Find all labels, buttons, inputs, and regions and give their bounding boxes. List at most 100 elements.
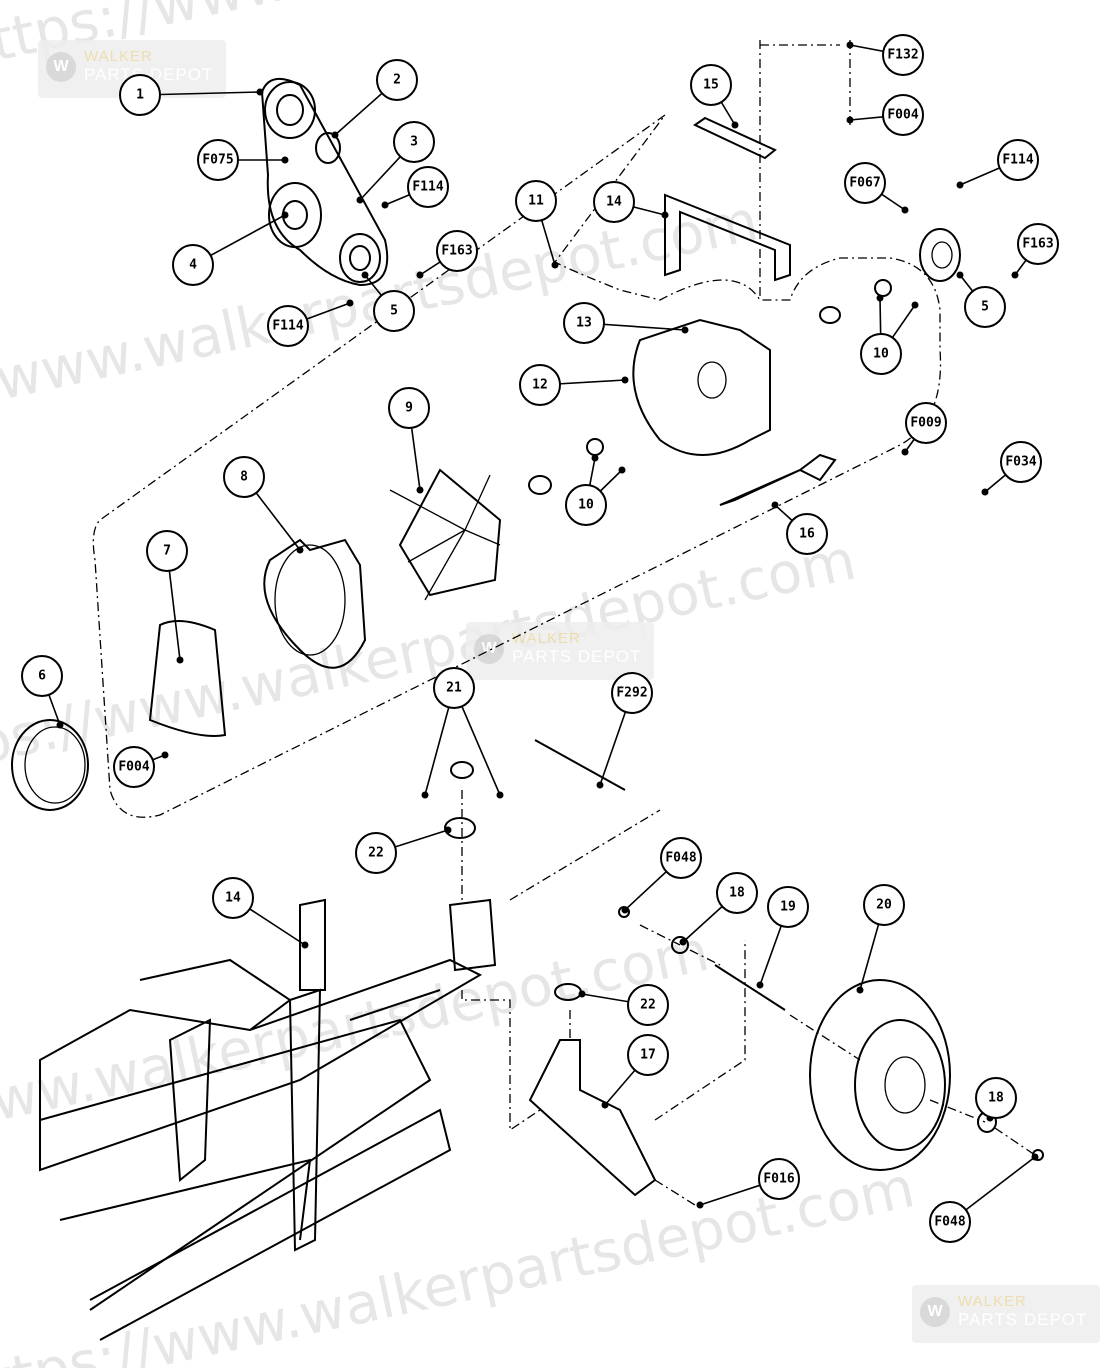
leader-dot bbox=[281, 156, 289, 164]
leader-dot bbox=[756, 981, 764, 989]
callout-circle bbox=[975, 1077, 1017, 1119]
callout-label: 16 bbox=[799, 527, 815, 542]
callout-label: F114 bbox=[412, 180, 443, 195]
walker-logo-badge: W WALKER PARTS DEPOT bbox=[466, 622, 654, 680]
callout-label: 5 bbox=[981, 300, 989, 315]
callout-11: 11 bbox=[515, 180, 559, 269]
callout-circle bbox=[627, 984, 669, 1026]
callout-circle bbox=[929, 1201, 971, 1243]
callout-f034: F034 bbox=[981, 441, 1042, 496]
callout-20: 20 bbox=[856, 884, 905, 994]
callout-circle bbox=[563, 302, 605, 344]
callout-f067: F067 bbox=[844, 162, 909, 214]
callout-label: 11 bbox=[528, 194, 544, 209]
callout-label: 1 bbox=[136, 88, 144, 103]
callout-f114: F114 bbox=[381, 166, 449, 209]
callout-16: 16 bbox=[771, 501, 828, 555]
leader-dot bbox=[296, 546, 304, 554]
callout-label: F048 bbox=[665, 851, 696, 866]
callout-label: 7 bbox=[163, 544, 171, 559]
leader-dot bbox=[161, 751, 169, 759]
leader-dot bbox=[331, 131, 339, 139]
brand-line2: PARTS DEPOT bbox=[84, 65, 214, 84]
callout-circle bbox=[882, 34, 924, 76]
bearing-22 bbox=[554, 983, 582, 1001]
callout-14: 14 bbox=[212, 877, 309, 949]
spacer-18 bbox=[671, 936, 689, 954]
leader-dot bbox=[416, 271, 424, 279]
callout-21: 21 bbox=[421, 667, 504, 799]
leader-dot bbox=[381, 201, 389, 209]
leader-dot bbox=[444, 826, 452, 834]
callout-label: 15 bbox=[703, 78, 719, 93]
callout-circle bbox=[376, 59, 418, 101]
leader-dot bbox=[696, 1201, 704, 1209]
walker-logo-icon: W bbox=[46, 52, 76, 82]
callout-label: 17 bbox=[640, 1048, 656, 1063]
callout-circle bbox=[373, 290, 415, 332]
leader-dot bbox=[846, 41, 854, 49]
walker-logo-badge: W WALKER PARTS DEPOT bbox=[912, 1285, 1100, 1343]
callout-f292: F292 bbox=[596, 672, 653, 789]
callout-circle bbox=[716, 872, 758, 914]
walker-logo-icon: W bbox=[474, 634, 504, 664]
leader-dot bbox=[551, 261, 559, 269]
leader-dot bbox=[731, 121, 739, 129]
callout-9: 9 bbox=[388, 387, 430, 494]
brand-line1: WALKER bbox=[958, 1293, 1027, 1310]
callout-label: F114 bbox=[272, 319, 303, 334]
leader-dot bbox=[771, 501, 779, 509]
leader-dot bbox=[56, 721, 64, 729]
leader-dot bbox=[1031, 1153, 1039, 1161]
callout-label: 12 bbox=[532, 378, 548, 393]
callout-label: 18 bbox=[729, 886, 745, 901]
leader-dot bbox=[911, 301, 919, 309]
leader-dot bbox=[661, 211, 669, 219]
callout-circle bbox=[758, 1158, 800, 1200]
callout-4: 4 bbox=[172, 211, 289, 286]
leader-dot bbox=[956, 181, 964, 189]
callout-circle bbox=[593, 181, 635, 223]
leader-dot bbox=[256, 88, 264, 96]
callout-2: 2 bbox=[331, 59, 418, 139]
axle bbox=[714, 964, 786, 1011]
callout-label: 5 bbox=[390, 304, 398, 319]
callout-label: F004 bbox=[887, 108, 918, 123]
callout-f163: F163 bbox=[1011, 223, 1059, 279]
callout-label: 8 bbox=[240, 470, 248, 485]
callout-f004: F004 bbox=[113, 746, 169, 788]
callout-10: 10 bbox=[860, 294, 919, 375]
callout-14: 14 bbox=[593, 181, 669, 223]
leader-dot bbox=[496, 791, 504, 799]
callout-5: 5 bbox=[956, 271, 1006, 328]
callout-circle bbox=[660, 837, 702, 879]
callout-label: 10 bbox=[873, 347, 889, 362]
callout-circle bbox=[860, 333, 902, 375]
inlet-cone bbox=[148, 620, 227, 737]
callout-circle bbox=[565, 484, 607, 526]
callout-label: F048 bbox=[934, 1215, 965, 1230]
callout-circle bbox=[119, 74, 161, 116]
bushing-21 bbox=[450, 761, 474, 779]
callout-label: F034 bbox=[1005, 455, 1036, 470]
callout-3: 3 bbox=[356, 121, 435, 204]
callout-circle bbox=[212, 877, 254, 919]
leader-dot bbox=[356, 196, 364, 204]
brand-line2: PARTS DEPOT bbox=[958, 1310, 1088, 1329]
callout-label: 22 bbox=[640, 998, 656, 1013]
callout-f163: F163 bbox=[416, 230, 478, 279]
leader-dot bbox=[856, 986, 864, 994]
leader-dot bbox=[681, 326, 689, 334]
callout-circle bbox=[388, 387, 430, 429]
leader-dot bbox=[901, 206, 909, 214]
callout-circle bbox=[767, 886, 809, 928]
callout-circle bbox=[786, 513, 828, 555]
leader-dot bbox=[956, 271, 964, 279]
leader-dot bbox=[421, 791, 429, 799]
callout-15: 15 bbox=[690, 64, 739, 129]
callout-circle bbox=[172, 244, 214, 286]
callout-label: F075 bbox=[202, 153, 233, 168]
callout-circle bbox=[863, 884, 905, 926]
callout-circle bbox=[407, 166, 449, 208]
